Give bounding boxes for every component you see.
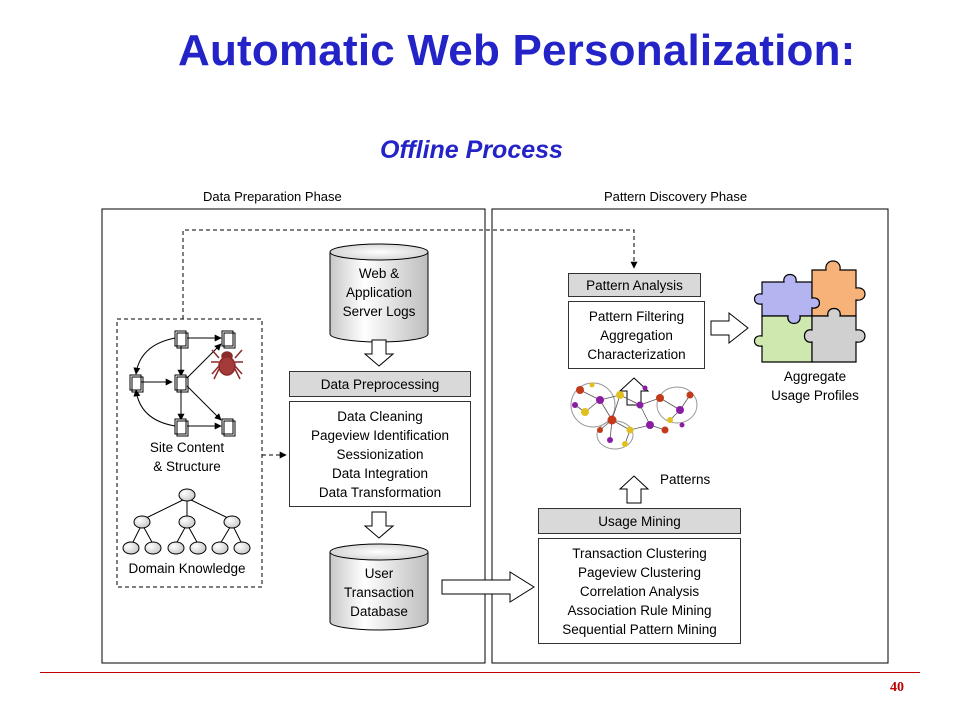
pattern-analysis-steps: Pattern Filtering Aggregation Characteri… [568,301,705,369]
profiles-line-2: Usage Profiles [771,388,859,403]
domain-knowledge-tree-icon [122,488,251,555]
right-arrow-analysis-to-profiles [710,311,749,345]
analysis-step: Pattern Filtering [588,308,685,324]
server-logs-line-3: Server Logs [342,304,416,319]
site-content-line-1: Site Content [149,440,225,455]
pattern-analysis-header: Pattern Analysis [568,273,701,297]
pattern-discovery-phase-label: Pattern Discovery Phase [604,189,748,204]
transaction-database-icon [329,543,429,631]
transaction-db-line-2: Transaction [343,585,415,600]
transaction-db-line-3: Database [350,604,408,619]
preprocessing-step: Sessionization [336,446,424,462]
spider-icon [211,349,243,380]
preprocessing-step: Data Integration [331,465,429,481]
right-arrow-database-to-mining [441,571,535,603]
transaction-database-label: User Transaction Database [330,564,428,621]
transaction-db-line-1: User [364,566,394,581]
page-node-icons [129,330,236,437]
mining-step: Pageview Clustering [577,564,702,580]
usage-mining-header: Usage Mining [538,508,741,534]
data-preprocessing-steps: Data Cleaning Pageview Identification Se… [289,401,471,507]
site-content-label: Site Content & Structure [122,438,252,476]
footer-rule [40,672,920,673]
data-preprocessing-header: Data Preprocessing [289,371,471,397]
analysis-step: Aggregation [600,327,673,343]
site-content-line-2: & Structure [153,459,221,474]
preprocessing-step: Pageview Identification [310,427,450,443]
slide-title: Automatic Web Personalization: [178,26,856,75]
mining-step: Correlation Analysis [579,583,700,599]
patterns-network-icon [570,382,698,450]
mining-step: Association Rule Mining [567,602,712,618]
puzzle-piece-green [753,315,813,363]
preprocessing-step: Data Transformation [318,484,442,500]
usage-profiles-puzzle-icon [753,260,866,363]
dashed-feedback-arrow [182,229,638,319]
aggregate-usage-profiles-label: Aggregate Usage Profiles [750,367,880,405]
server-logs-line-1: Web & [358,266,400,281]
slide-subtitle: Offline Process [380,136,563,164]
puzzle-piece-gray [803,307,866,363]
profiles-line-1: Aggregate [783,369,847,384]
server-logs-database-icon [329,243,429,343]
page-number: 40 [890,680,904,695]
server-logs-line-2: Application [345,285,413,300]
server-logs-label: Web & Application Server Logs [330,264,428,321]
up-arrow-mining-to-patterns [618,475,650,504]
mining-step: Transaction Clustering [572,545,707,561]
site-content-region [116,318,263,588]
analysis-step: Characterization [587,346,686,362]
data-preparation-phase-label: Data Preparation Phase [203,189,342,204]
preprocessing-step: Data Cleaning [337,408,423,424]
domain-knowledge-label: Domain Knowledge [128,561,246,576]
usage-mining-steps: Transaction Clustering Pageview Clusteri… [538,538,741,644]
mining-step: Sequential Pattern Mining [562,621,717,637]
down-arrow-preprocessing-to-database [363,511,395,539]
patterns-label: Patterns [660,472,711,487]
down-arrow-logs-to-preprocessing [363,339,395,367]
